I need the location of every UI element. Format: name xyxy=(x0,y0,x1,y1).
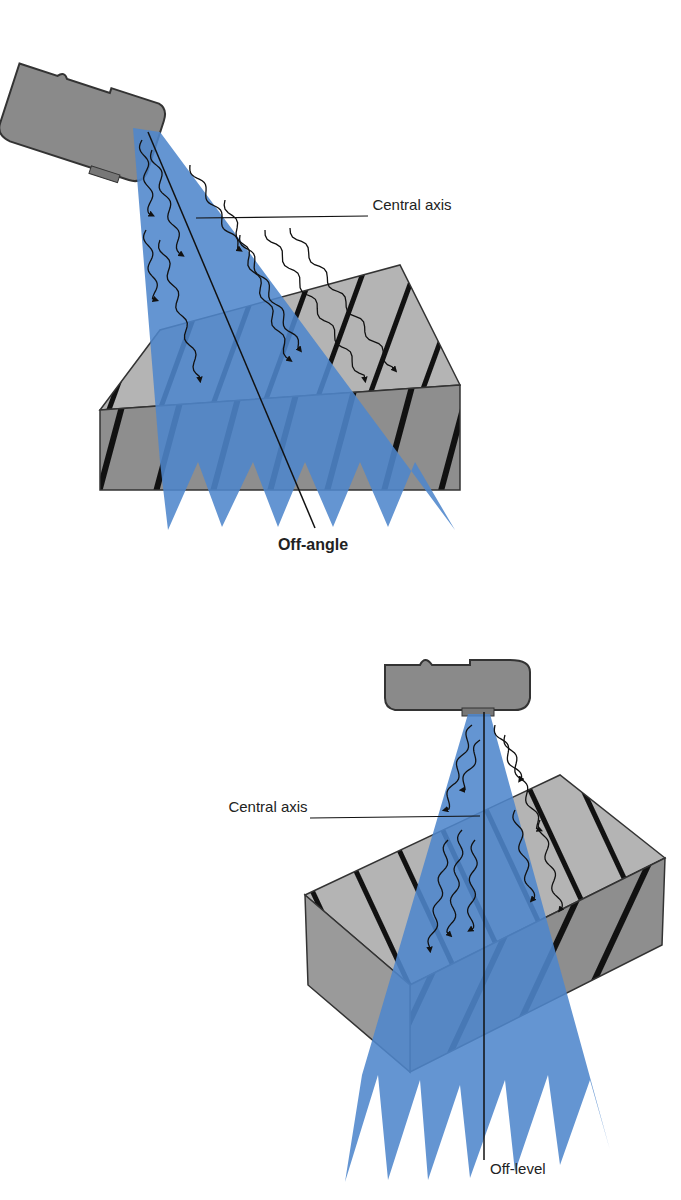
central-axis-line xyxy=(148,132,315,528)
wave-arrow xyxy=(513,810,535,900)
wave-arrow xyxy=(290,228,395,370)
wave-arrow xyxy=(159,240,200,380)
axis-label: Central axis xyxy=(228,798,308,815)
wave-arrow xyxy=(462,740,480,790)
x-ray-beam xyxy=(345,714,610,1182)
central-axis-line xyxy=(483,712,485,1160)
axis-label: Central axis xyxy=(372,196,452,213)
tube-head xyxy=(385,660,530,716)
wave-arrow xyxy=(140,140,153,215)
leader-line xyxy=(310,816,480,818)
wave-arrow xyxy=(447,830,463,935)
wave-arrow xyxy=(538,820,562,910)
wave-arrow xyxy=(445,725,472,810)
wave-arrow xyxy=(151,150,182,255)
wave-arrow xyxy=(144,230,158,300)
wave-arrow xyxy=(240,235,300,350)
radiation-waves xyxy=(140,140,395,380)
wave-arrow xyxy=(224,200,290,360)
radiation-waves xyxy=(428,725,562,950)
view-caption: Off-level xyxy=(490,1160,590,1177)
wave-arrow xyxy=(494,725,521,780)
x-ray-beam xyxy=(133,128,455,530)
wave-arrow xyxy=(428,840,448,950)
wave-arrow xyxy=(468,840,478,930)
wave-arrow xyxy=(504,735,540,830)
wave-arrow xyxy=(265,230,365,380)
view-caption: Off-angle xyxy=(258,536,368,554)
wave-arrow xyxy=(190,165,240,250)
